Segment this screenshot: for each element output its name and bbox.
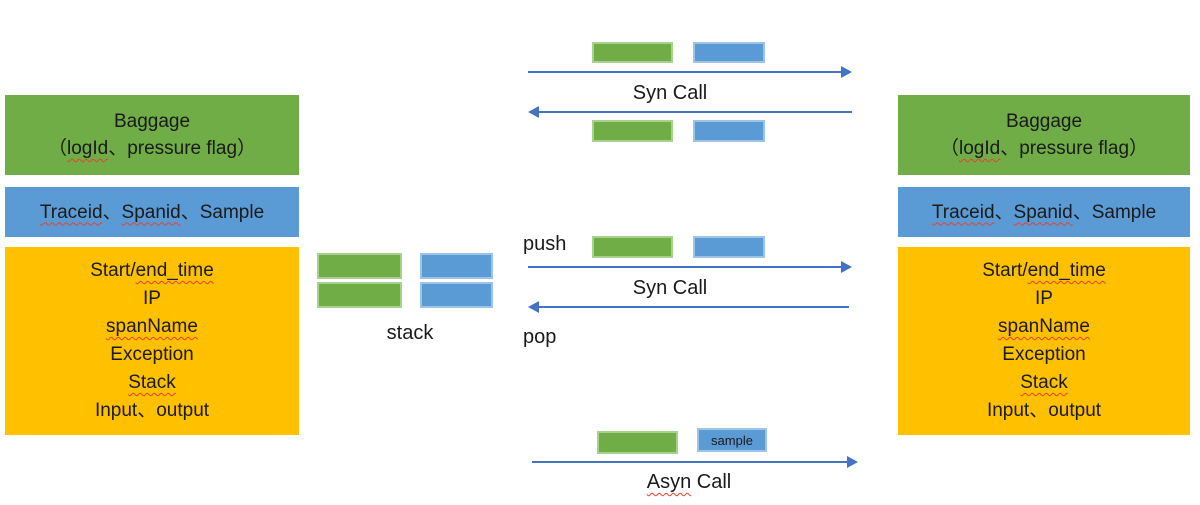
asyn-green-bar [597, 431, 678, 454]
right-trace-sep2: 、 [1072, 201, 1092, 223]
mid-syn-call-return-arrow [528, 301, 849, 313]
right-span-ip: IP [1035, 288, 1053, 309]
asyn-sample-bar: sample [697, 428, 767, 452]
asyn-sample-label: sample [711, 432, 753, 448]
left-span-name: spanName [5, 313, 299, 341]
mid-request-blue-bar [693, 236, 765, 258]
stack-green-bar-1 [317, 253, 402, 279]
right-trace-fields: Traceid、Spanid、Sample [898, 199, 1190, 226]
right-span-name: spanName [898, 313, 1190, 341]
left-trace-sep2: 、 [180, 201, 200, 223]
mid-syn-call-label: Syn Call [632, 277, 708, 299]
right-span-box: Start/end_time IP spanName Exception Sta… [898, 247, 1190, 435]
asyn-call-suffix: Call [691, 471, 732, 493]
right-sample-field: Sample [1091, 201, 1157, 223]
pop-label: pop [523, 326, 557, 348]
right-span-io: Input、output [986, 400, 1102, 421]
right-traceid: Traceid [931, 201, 995, 223]
right-span-endtime: end_time [1027, 260, 1106, 281]
right-baggage-subtitle: （logId、pressure flag） [898, 135, 1190, 162]
stack-label: stack [386, 322, 434, 344]
left-span-exception: Exception [110, 344, 194, 365]
left-baggage-paren-open: （ [47, 138, 67, 159]
left-baggage-rest: 、pressure flag） [108, 138, 257, 159]
left-baggage-logid: logId [66, 138, 109, 159]
right-spanid: Spanid [1013, 201, 1073, 223]
right-span-time: Start/end_time [898, 257, 1190, 285]
right-baggage-paren-open: （ [939, 138, 959, 159]
left-span-stack: Stack [5, 369, 299, 397]
left-trace-box: Traceid、Spanid、Sample [5, 187, 299, 237]
top-request-green-bar [592, 42, 673, 63]
left-trace-sep1: 、 [102, 201, 122, 223]
left-spanid: Spanid [121, 201, 181, 223]
right-span-stack: Stack [898, 369, 1190, 397]
right-span-start: Start/ [982, 260, 1028, 281]
top-response-blue-bar [693, 120, 765, 142]
stack-blue-bar-1 [420, 253, 493, 279]
top-syn-call-forward-arrow [528, 66, 852, 78]
asyn-call-forward-arrow [532, 456, 858, 468]
left-baggage-title: Baggage [113, 111, 191, 132]
top-request-blue-bar [693, 42, 765, 63]
right-span-stack-text: Stack [1020, 372, 1068, 393]
left-baggage-box: Baggage （logId、pressure flag） [5, 95, 299, 175]
left-span-name-text: spanName [106, 316, 198, 337]
right-baggage-box: Baggage （logId、pressure flag） [898, 95, 1190, 175]
asyn-call-word: Asyn [646, 471, 692, 493]
left-span-time: Start/end_time [5, 257, 299, 285]
right-trace-sep1: 、 [994, 201, 1014, 223]
left-span-stack-text: Stack [128, 372, 176, 393]
right-trace-box: Traceid、Spanid、Sample [898, 187, 1190, 237]
right-baggage-logid: logId [958, 138, 1001, 159]
mid-syn-call-forward-arrow [528, 261, 852, 273]
left-span-start: Start/ [90, 260, 136, 281]
right-baggage-rest: 、pressure flag） [1000, 138, 1149, 159]
left-sample-field: Sample [199, 201, 265, 223]
right-span-exception: Exception [1002, 344, 1086, 365]
stack-green-bar-2 [317, 282, 402, 308]
left-span-ip: IP [143, 288, 161, 309]
mid-request-green-bar [592, 236, 673, 258]
right-baggage-title: Baggage [1005, 111, 1083, 132]
left-traceid: Traceid [39, 201, 103, 223]
left-span-endtime: end_time [135, 260, 214, 281]
asyn-call-label: Asyn Call [647, 471, 731, 494]
right-span-name-text: spanName [998, 316, 1090, 337]
top-response-green-bar [592, 120, 673, 142]
top-syn-call-return-arrow [528, 106, 852, 118]
left-trace-fields: Traceid、Spanid、Sample [5, 199, 299, 226]
left-span-io: Input、output [94, 400, 210, 421]
stack-blue-bar-2 [420, 282, 493, 308]
left-baggage-subtitle: （logId、pressure flag） [5, 135, 299, 162]
left-span-box: Start/end_time IP spanName Exception Sta… [5, 247, 299, 435]
push-label: push [523, 233, 567, 255]
top-syn-call-label: Syn Call [632, 82, 708, 104]
